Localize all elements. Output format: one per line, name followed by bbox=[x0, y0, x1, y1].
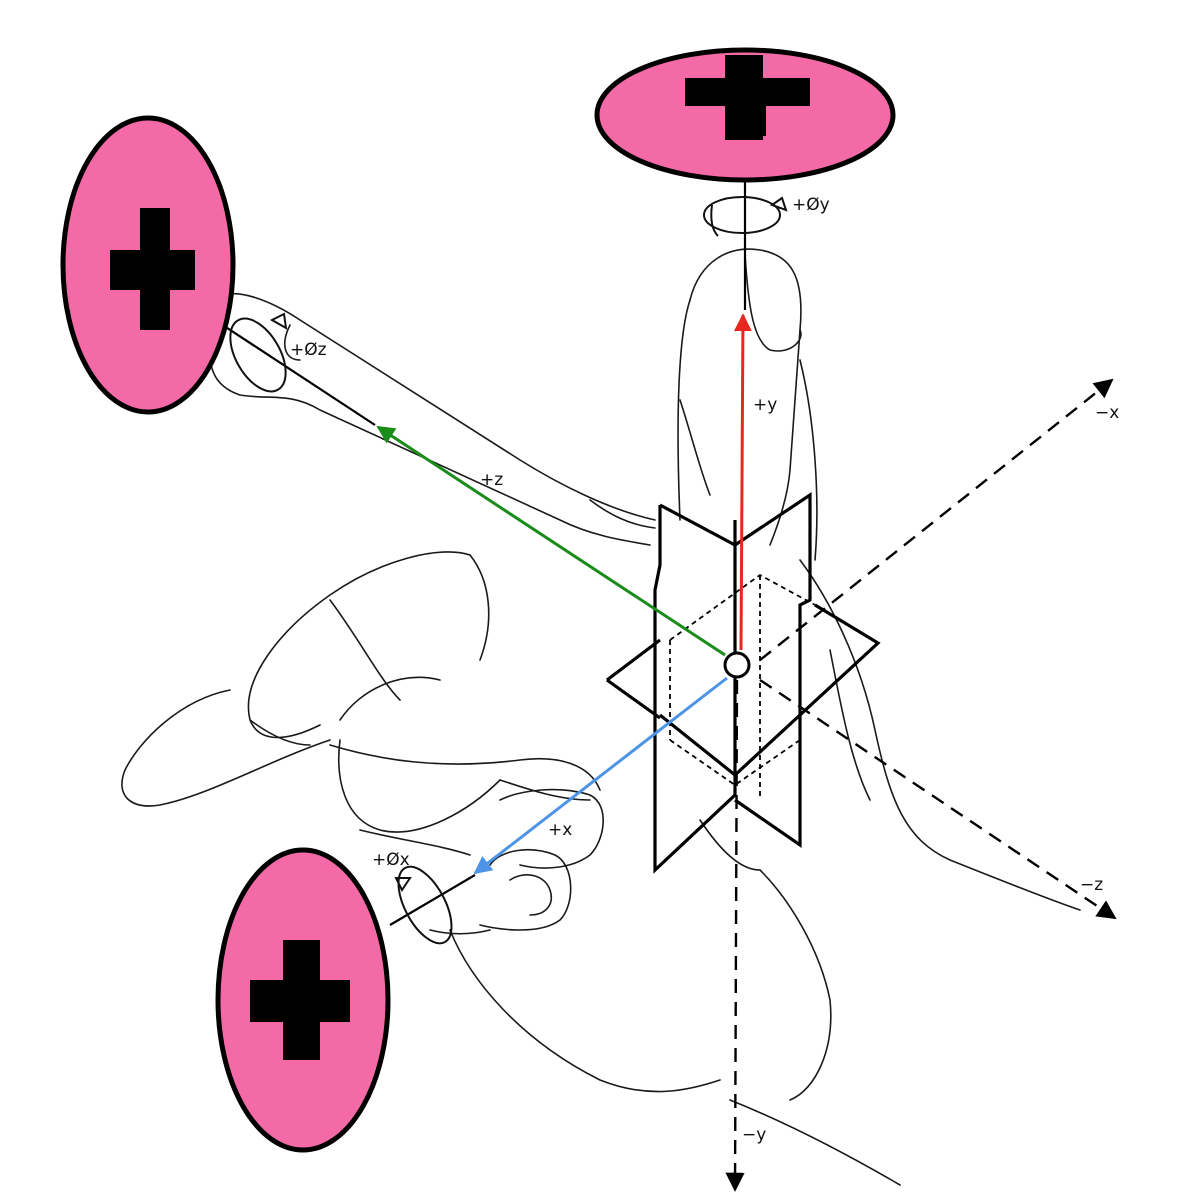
label-rot-y: +Øy bbox=[792, 195, 830, 215]
neg-y-axis-line bbox=[725, 679, 745, 1192]
pos-z-axis-line bbox=[376, 425, 726, 657]
label-pos-y: +y bbox=[753, 395, 777, 415]
plus-cross-icon bbox=[250, 940, 350, 1060]
label-neg-y: −y bbox=[742, 1125, 766, 1145]
label-rot-x: +Øx bbox=[372, 850, 410, 870]
rotation-y-icon bbox=[703, 196, 788, 237]
disc-bottom bbox=[215, 847, 391, 1153]
label-rot-z: +Øz bbox=[290, 340, 327, 360]
pos-x-axis-line bbox=[473, 676, 728, 875]
plus-cross-icon bbox=[110, 208, 195, 330]
rotation-z-icon bbox=[229, 312, 288, 393]
positive-axes bbox=[376, 313, 752, 875]
axis-labels: +y +z +x −x −z −y +Øy +Øz +Øx bbox=[290, 195, 1119, 1145]
label-pos-z: +z bbox=[480, 470, 503, 490]
label-pos-x: +x bbox=[548, 820, 572, 840]
label-neg-x: −x bbox=[1095, 403, 1119, 423]
rotation-x-icon bbox=[394, 865, 453, 945]
origin-point bbox=[723, 651, 751, 679]
origin-planes bbox=[606, 492, 881, 874]
pos-y-axis-line bbox=[733, 313, 752, 651]
z-spindle-line bbox=[214, 319, 376, 426]
label-neg-z: −z bbox=[1080, 875, 1103, 895]
plus-cross-icon bbox=[685, 55, 810, 140]
hand-drawing bbox=[121, 248, 1081, 1186]
disc-top bbox=[594, 47, 896, 183]
negative-axes bbox=[214, 175, 1117, 1192]
neg-z-axis-line bbox=[759, 679, 1117, 920]
neg-x-axis-line bbox=[759, 378, 1114, 661]
disc-left bbox=[60, 115, 236, 415]
x-spindle-line bbox=[389, 874, 476, 926]
